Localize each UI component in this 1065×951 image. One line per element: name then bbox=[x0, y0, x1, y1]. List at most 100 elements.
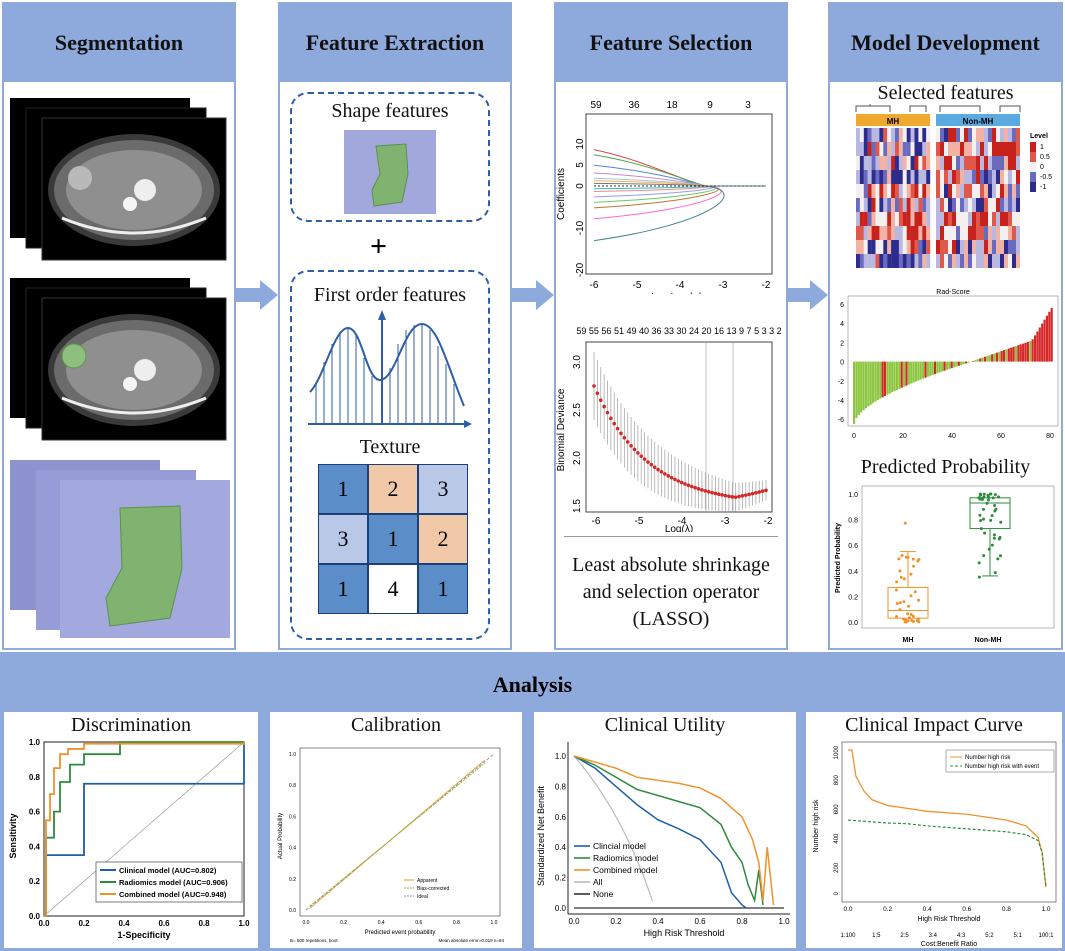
heatmap-cell bbox=[944, 170, 948, 184]
cv-x-tick: -2 bbox=[764, 516, 773, 527]
rad-bar bbox=[1043, 319, 1046, 362]
heatmap-cell bbox=[1000, 156, 1004, 170]
heatmap-cell bbox=[1016, 240, 1020, 254]
shape-features-box bbox=[290, 92, 490, 222]
heatmap-cell bbox=[1012, 142, 1016, 156]
heatmap-cell bbox=[1000, 184, 1004, 198]
cv-point bbox=[669, 475, 674, 480]
roc-legend-label: Combined model (AUC=0.948) bbox=[119, 890, 227, 899]
calib-y-tick: 1.0 bbox=[289, 752, 296, 758]
heatmap-cell bbox=[914, 128, 919, 142]
heatmap-cell bbox=[992, 184, 996, 198]
impact-high-risk-curve bbox=[848, 749, 1047, 888]
heatmap-cell bbox=[859, 170, 864, 184]
calibration-title: Calibration bbox=[351, 714, 441, 736]
cv-point bbox=[622, 435, 627, 440]
heatmap-cell bbox=[992, 240, 996, 254]
heatmap-cell bbox=[964, 156, 968, 170]
heatmap-cell bbox=[1004, 226, 1008, 240]
mh-point bbox=[913, 590, 917, 594]
heatmap-cell bbox=[1016, 128, 1020, 142]
rad-bar bbox=[1041, 323, 1044, 362]
heatmap-cell bbox=[952, 212, 956, 226]
nonmh-point bbox=[993, 571, 997, 575]
heatmap-cell bbox=[976, 198, 980, 212]
rad-bar bbox=[991, 354, 994, 362]
heatmap-cell bbox=[996, 156, 1000, 170]
heatmap-cell bbox=[996, 212, 1000, 226]
cv-point bbox=[690, 484, 694, 489]
heatmap-cell bbox=[984, 240, 988, 254]
heatmap-cell bbox=[891, 128, 896, 142]
heatmap-cell bbox=[988, 142, 992, 156]
rad-bar bbox=[957, 361, 960, 366]
dca-x-label: High Risk Threshold bbox=[644, 928, 725, 938]
impact-x-tick: 0.8 bbox=[1002, 906, 1011, 913]
calib-y-tick: 0.6 bbox=[289, 814, 296, 820]
heatmap-cell bbox=[992, 142, 996, 156]
rad-bar bbox=[1014, 346, 1018, 362]
texture-cell: 1 bbox=[368, 514, 418, 564]
heatmap-cell bbox=[918, 184, 923, 198]
cv-x-tick: -6 bbox=[592, 516, 601, 527]
heatmap-cell bbox=[960, 254, 964, 268]
heatmap-cell bbox=[956, 254, 960, 268]
mh-point bbox=[916, 617, 920, 621]
rad-bar bbox=[862, 361, 865, 411]
cv-point bbox=[713, 491, 718, 496]
heatmap-cell bbox=[867, 142, 872, 156]
heatmap-cell bbox=[1012, 128, 1016, 142]
feature-selection-header: Feature Selection bbox=[556, 4, 786, 82]
heatmap-cell bbox=[910, 226, 915, 240]
heatmap-cell bbox=[1012, 170, 1016, 184]
plus-sign: + bbox=[370, 230, 388, 263]
heatmap-cell bbox=[960, 184, 964, 198]
heatmap-cell bbox=[976, 226, 980, 240]
feature-extraction-header: Feature Extraction bbox=[280, 4, 510, 82]
heatmap-cell bbox=[895, 142, 899, 156]
nonmh-point bbox=[982, 492, 986, 496]
heatmap-cell bbox=[936, 170, 940, 184]
lasso-top-tick: 59 bbox=[590, 100, 602, 111]
heatmap-cell bbox=[875, 170, 880, 184]
roc-x-tick: 0.8 bbox=[198, 919, 210, 928]
heatmap-cell bbox=[883, 170, 888, 184]
heatmap-cell bbox=[859, 240, 864, 254]
rad-bar bbox=[953, 361, 956, 368]
rad-bar bbox=[950, 361, 953, 369]
heatmap-cell bbox=[910, 156, 915, 170]
lasso-caption-line: (LASSO) bbox=[632, 608, 710, 630]
mh-point bbox=[912, 564, 916, 568]
heatmap-cell bbox=[1000, 212, 1004, 226]
nonmh-group-label: Non-MH bbox=[963, 117, 994, 126]
heatmap-cell bbox=[936, 226, 940, 240]
histogram-graphic bbox=[308, 310, 472, 428]
heatmap-legend-swatch bbox=[1030, 172, 1036, 182]
heatmap-cell bbox=[1016, 198, 1020, 212]
lasso-caption-line: Least absolute shrinkage bbox=[572, 554, 770, 576]
heatmap-cell bbox=[972, 240, 976, 254]
heatmap-cell bbox=[910, 142, 915, 156]
nonmh-point bbox=[989, 492, 993, 496]
heatmap-cell bbox=[887, 254, 892, 268]
heatmap-cell bbox=[992, 212, 996, 226]
rad-bar bbox=[1019, 344, 1022, 362]
heatmap-cell bbox=[960, 128, 964, 142]
heatmap-cell bbox=[859, 184, 864, 198]
heatmap-cell bbox=[1000, 198, 1004, 212]
heatmap-cell bbox=[875, 128, 880, 142]
calib-x-tick: 0.4 bbox=[378, 920, 385, 926]
heatmap-cell bbox=[976, 240, 980, 254]
rad-bar bbox=[879, 361, 882, 399]
rad-bar bbox=[876, 361, 879, 401]
clinical-impact-title: Clinical Impact Curve bbox=[845, 714, 1023, 736]
nonmh-point bbox=[990, 543, 994, 547]
heatmap-cell bbox=[875, 156, 880, 170]
roc-y-tick: 0.2 bbox=[29, 877, 41, 886]
cv-point bbox=[723, 493, 728, 498]
mh-point bbox=[895, 615, 899, 619]
impact-legend-box bbox=[945, 749, 1055, 773]
impact-legend-label: Number high risk with event bbox=[965, 764, 1039, 770]
